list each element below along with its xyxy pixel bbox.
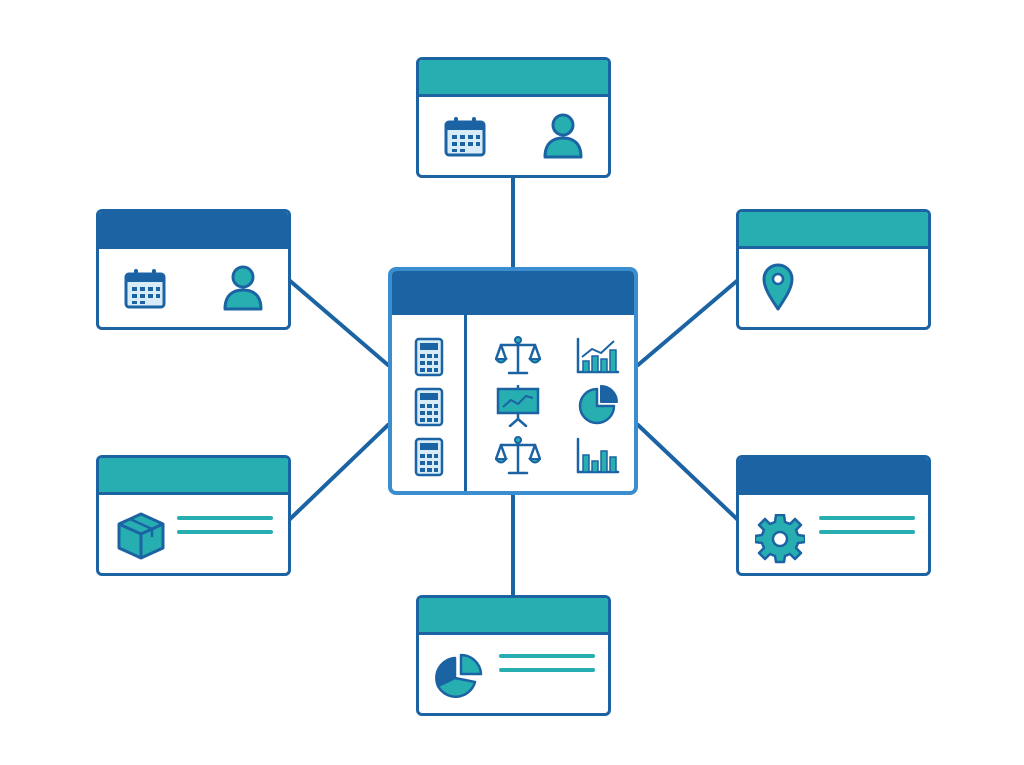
location-pin-icon: [761, 262, 795, 312]
node-card-upper-left: [96, 209, 291, 330]
text-line: [819, 530, 915, 534]
node-header-bar: [99, 212, 288, 249]
bar-chart-icon: [576, 437, 620, 475]
calculator-icon: [414, 337, 444, 377]
bar-chart-icon: [576, 337, 620, 375]
connector-upper-right: [636, 278, 740, 367]
hub-sidebar-divider: [464, 315, 467, 491]
text-line: [499, 668, 595, 672]
calendar-icon: [443, 116, 487, 158]
text-line: [177, 516, 273, 520]
node-card-lower-left: [96, 455, 291, 576]
package-box-icon: [115, 510, 167, 560]
gear-icon: [755, 514, 805, 564]
connector-upper-left: [287, 278, 390, 367]
pie-chart-icon: [433, 652, 487, 700]
text-line: [177, 530, 273, 534]
calculator-icon: [414, 387, 444, 427]
connector-lower-left: [287, 423, 390, 522]
node-header-bar: [419, 60, 608, 97]
presentation-board-icon: [495, 385, 541, 427]
scales-icon: [495, 335, 541, 377]
pie-chart-icon: [578, 385, 620, 425]
node-card-top: [416, 57, 611, 178]
node-header-bar: [419, 598, 608, 635]
text-line: [499, 654, 595, 658]
calendar-icon: [123, 268, 167, 310]
connector-lower-right: [636, 423, 740, 522]
user-icon: [541, 112, 585, 160]
hub-header-bar: [392, 271, 634, 315]
node-card-upper-right: [736, 209, 931, 330]
node-card-bottom: [416, 595, 611, 716]
user-icon: [221, 264, 265, 312]
hub-window: [388, 267, 638, 495]
text-line: [819, 516, 915, 520]
calculator-icon: [414, 437, 444, 477]
scales-icon: [495, 435, 541, 477]
node-header-bar: [739, 458, 928, 495]
node-card-lower-right: [736, 455, 931, 576]
node-header-bar: [99, 458, 288, 495]
node-header-bar: [739, 212, 928, 249]
